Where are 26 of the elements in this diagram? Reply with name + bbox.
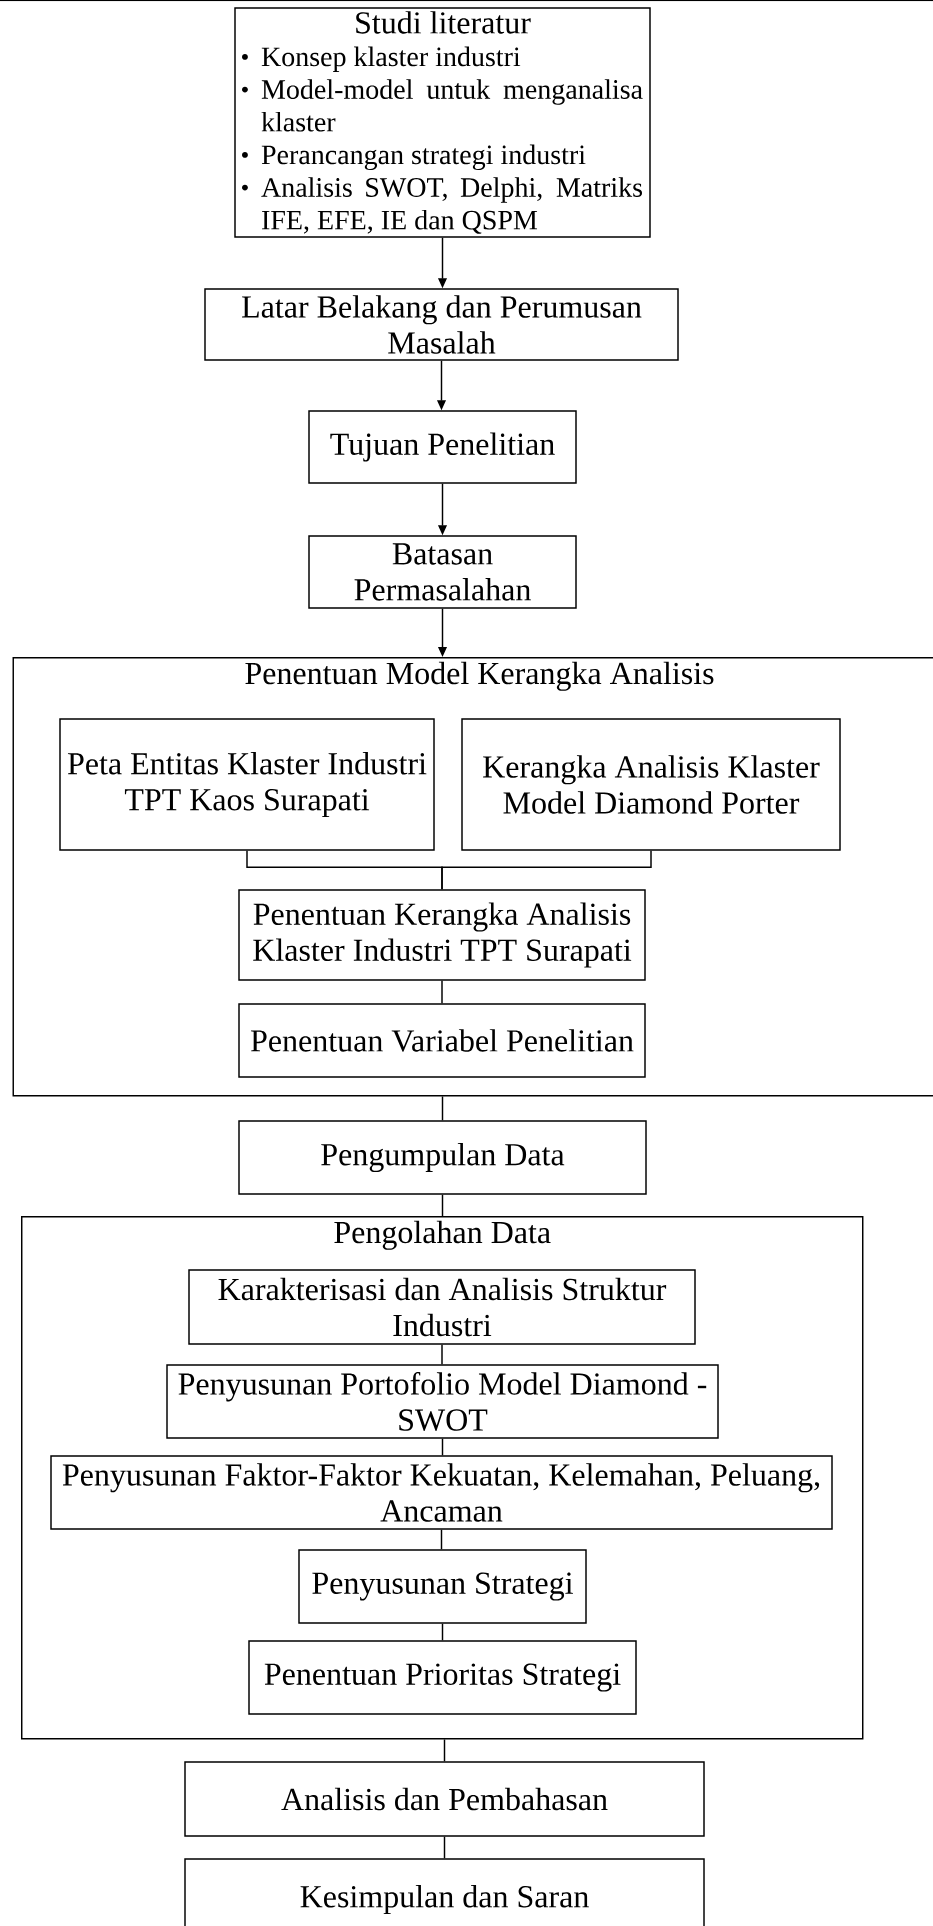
process-box: Studi literatur Konsep klaster industri Model-model untuk menganalisa klaster Perancangan strategi industri Analisis SWOT, Delphi, Matriks IFE, EFE, IE dan QSPM [234, 7, 651, 238]
process-box: Penyusunan Faktor-Faktor Kekuatan, Kelemahan, Peluang, Ancaman [50, 1455, 833, 1530]
connector-line [441, 1194, 444, 1217]
process-box: Analisis dan Pembahasan [184, 1761, 705, 1837]
process-box: Kerangka Analisis Klaster Model Diamond Porter [461, 718, 841, 851]
process-box: Penyusunan Strategi [298, 1549, 587, 1624]
process-box: Tujuan Penelitian [308, 410, 577, 484]
process-box: Latar Belakang dan Perumusan Masalah [204, 288, 679, 361]
connector-line [441, 1438, 444, 1456]
connector-line [441, 1095, 444, 1121]
process-box: Karakterisasi dan Analisis Struktur Industri [188, 1269, 696, 1345]
process-box: Kesimpulan dan Saran [184, 1858, 705, 1926]
connector-line [443, 1738, 446, 1762]
connector-line [441, 1623, 444, 1641]
connector-line [441, 1344, 443, 1365]
process-box: Pengumpulan Data [238, 1120, 647, 1195]
process-box: Penentuan Variabel Penelitian [238, 1003, 646, 1078]
process-box: Batasan Permasalahan [308, 535, 577, 609]
connector-line [441, 850, 652, 890]
connector-line [441, 980, 443, 1004]
process-box: Penentuan Kerangka Analisis Klaster Industri TPT Surapati [238, 889, 646, 981]
process-box: Peta Entitas Klaster Industri TPT Kaos Surapati [59, 718, 435, 851]
connector-line [440, 1529, 443, 1550]
process-box: Penentuan Prioritas Strategi [248, 1640, 637, 1715]
process-box: Penyusunan Portofolio Model Diamond - SWOT [166, 1364, 719, 1439]
connector-line [443, 1836, 446, 1859]
